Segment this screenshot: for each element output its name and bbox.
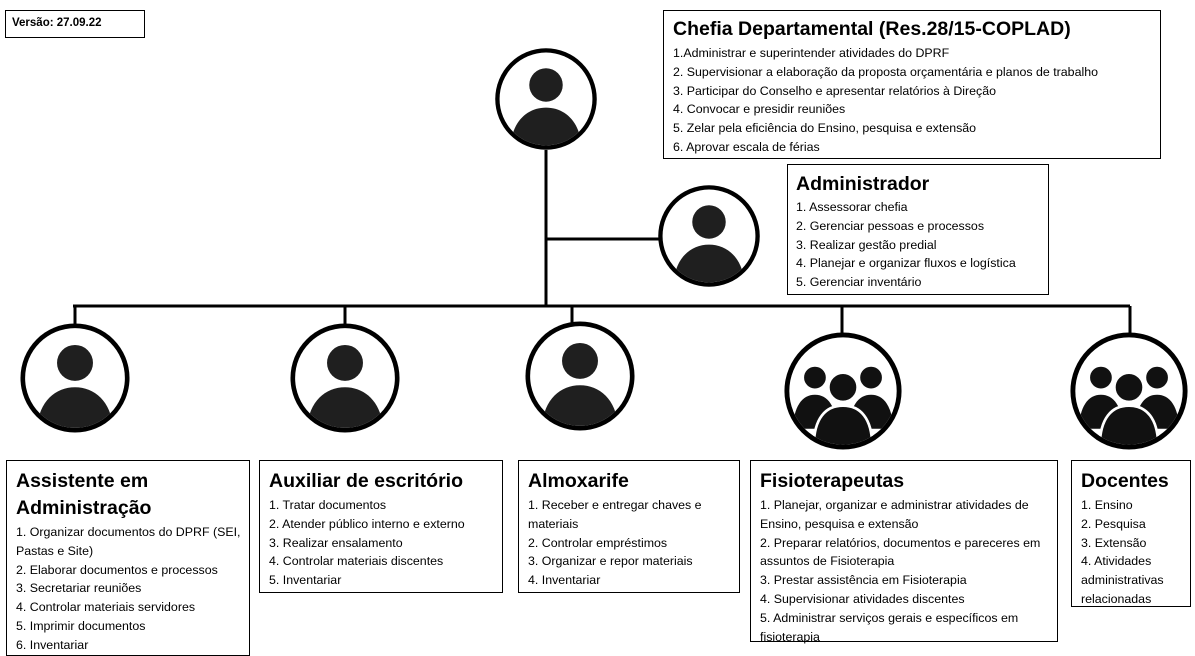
docentes-box: Docentes 1. Ensino 2. Pesquisa 3. Extens… xyxy=(1071,460,1191,607)
administrador-item: 3. Realizar gestão predial xyxy=(796,237,937,252)
version-label: Versão: 27.09.22 xyxy=(5,10,145,38)
chefia-item: 5. Zelar pela eficiência do Ensino, pesq… xyxy=(673,121,977,136)
chefia-item: 2. Supervisionar a elaboração da propost… xyxy=(673,64,1098,79)
assistente-item: 4. Controlar materiais servidores xyxy=(16,600,196,615)
assistente-item: 2. Elaborar documentos e processos xyxy=(16,562,218,577)
assistente-item: 5. Imprimir documentos xyxy=(16,618,146,633)
auxiliar-box: Auxiliar de escritório 1. Tratar documen… xyxy=(259,460,503,593)
docentes-item: 1. Ensino xyxy=(1081,498,1133,512)
docentes-title: Docentes xyxy=(1081,470,1169,492)
administrador-title: Administrador xyxy=(796,173,930,195)
almoxarife-title: Almoxarife xyxy=(528,470,629,492)
almoxarife-box: Almoxarife 1. Receber e entregar chaves … xyxy=(518,460,740,593)
almoxarife-item: 2. Controlar empréstimos xyxy=(528,535,668,550)
fisioterapeutas-item: 3. Prestar assistência em Fisioterapia xyxy=(760,573,967,588)
almoxarife-avatar-icon xyxy=(525,321,635,431)
auxiliar-item: 1. Tratar documentos xyxy=(269,498,387,512)
administrador-item: 4. Planejar e organizar fluxos e logísti… xyxy=(796,256,1016,271)
docentes-item: 4. Atividades administrativas relacionad… xyxy=(1081,554,1164,606)
administrador-item: 5. Gerenciar inventário xyxy=(796,275,922,290)
administrador-box: Administrador 1. Assessorar chefia 2. Ge… xyxy=(787,164,1049,295)
assistente-item: 1. Organizar documentos do DPRF (SEI, Pa… xyxy=(16,525,241,558)
chefia-item: 3. Participar do Conselho e apresentar r… xyxy=(673,83,997,98)
docentes-item: 2. Pesquisa xyxy=(1081,516,1146,531)
auxiliar-title: Auxiliar de escritório xyxy=(269,470,463,492)
fisioterapeutas-group-icon xyxy=(784,332,902,450)
assistente-item: 3. Secretariar reuniões xyxy=(16,581,142,596)
fisioterapeutas-item: 5. Administrar serviços gerais e específ… xyxy=(760,610,1019,644)
almoxarife-item: 1. Receber e entregar chaves e materiais xyxy=(528,498,702,531)
chefia-title: Chefia Departamental (Res.28/15-COPLAD) xyxy=(673,18,1071,40)
administrador-list: 1. Assessorar chefia 2. Gerenciar pessoa… xyxy=(796,198,1048,292)
docentes-item: 3. Extensão xyxy=(1081,535,1147,550)
docentes-group-icon xyxy=(1070,332,1188,450)
auxiliar-item: 2. Atender público interno e externo xyxy=(269,516,465,531)
administrador-avatar-icon xyxy=(658,185,760,287)
assistente-item: 6. Inventariar xyxy=(16,637,89,652)
administrador-item: 2. Gerenciar pessoas e processos xyxy=(796,218,985,233)
chefia-item: 4. Convocar e presidir reuniões xyxy=(673,102,846,117)
chefia-avatar-icon xyxy=(495,48,597,150)
administrador-item: 1. Assessorar chefia xyxy=(796,200,908,214)
assistente-box: Assistente em Administração 1. Organizar… xyxy=(6,460,250,656)
chefia-box: Chefia Departamental (Res.28/15-COPLAD) … xyxy=(663,10,1161,159)
fisioterapeutas-title: Fisioterapeutas xyxy=(760,470,905,492)
fisioterapeutas-list: 1. Planejar, organizar e administrar ati… xyxy=(760,496,1051,646)
docentes-list: 1. Ensino 2. Pesquisa 3. Extensão 4. Ati… xyxy=(1081,496,1186,609)
fisioterapeutas-box: Fisioterapeutas 1. Planejar, organizar e… xyxy=(750,460,1058,644)
auxiliar-avatar-icon xyxy=(290,323,400,433)
auxiliar-list: 1. Tratar documentos 2. Atender público … xyxy=(269,496,502,590)
almoxarife-item: 4. Inventariar xyxy=(528,573,601,588)
assistente-list: 1. Organizar documentos do DPRF (SEI, Pa… xyxy=(16,523,245,655)
chefia-item: 1.Administrar e superintender atividades… xyxy=(673,46,950,60)
assistente-avatar-icon xyxy=(20,323,130,433)
auxiliar-item: 5. Inventariar xyxy=(269,573,342,588)
chefia-item: 6. Aprovar escala de férias xyxy=(673,139,820,154)
auxiliar-item: 3. Realizar ensalamento xyxy=(269,535,403,550)
fisioterapeutas-item: 1. Planejar, organizar e administrar ati… xyxy=(760,498,1029,531)
assistente-title: Assistente em Administração xyxy=(16,470,152,519)
almoxarife-list: 1. Receber e entregar chaves e materiais… xyxy=(528,496,733,590)
almoxarife-item: 3. Organizar e repor materiais xyxy=(528,554,693,569)
auxiliar-item: 4. Controlar materiais discentes xyxy=(269,554,444,569)
chefia-list: 1.Administrar e superintender atividades… xyxy=(673,44,1160,157)
fisioterapeutas-item: 4. Supervisionar atividades discentes xyxy=(760,591,965,606)
fisioterapeutas-item: 2. Preparar relatórios, documentos e par… xyxy=(760,535,1041,569)
